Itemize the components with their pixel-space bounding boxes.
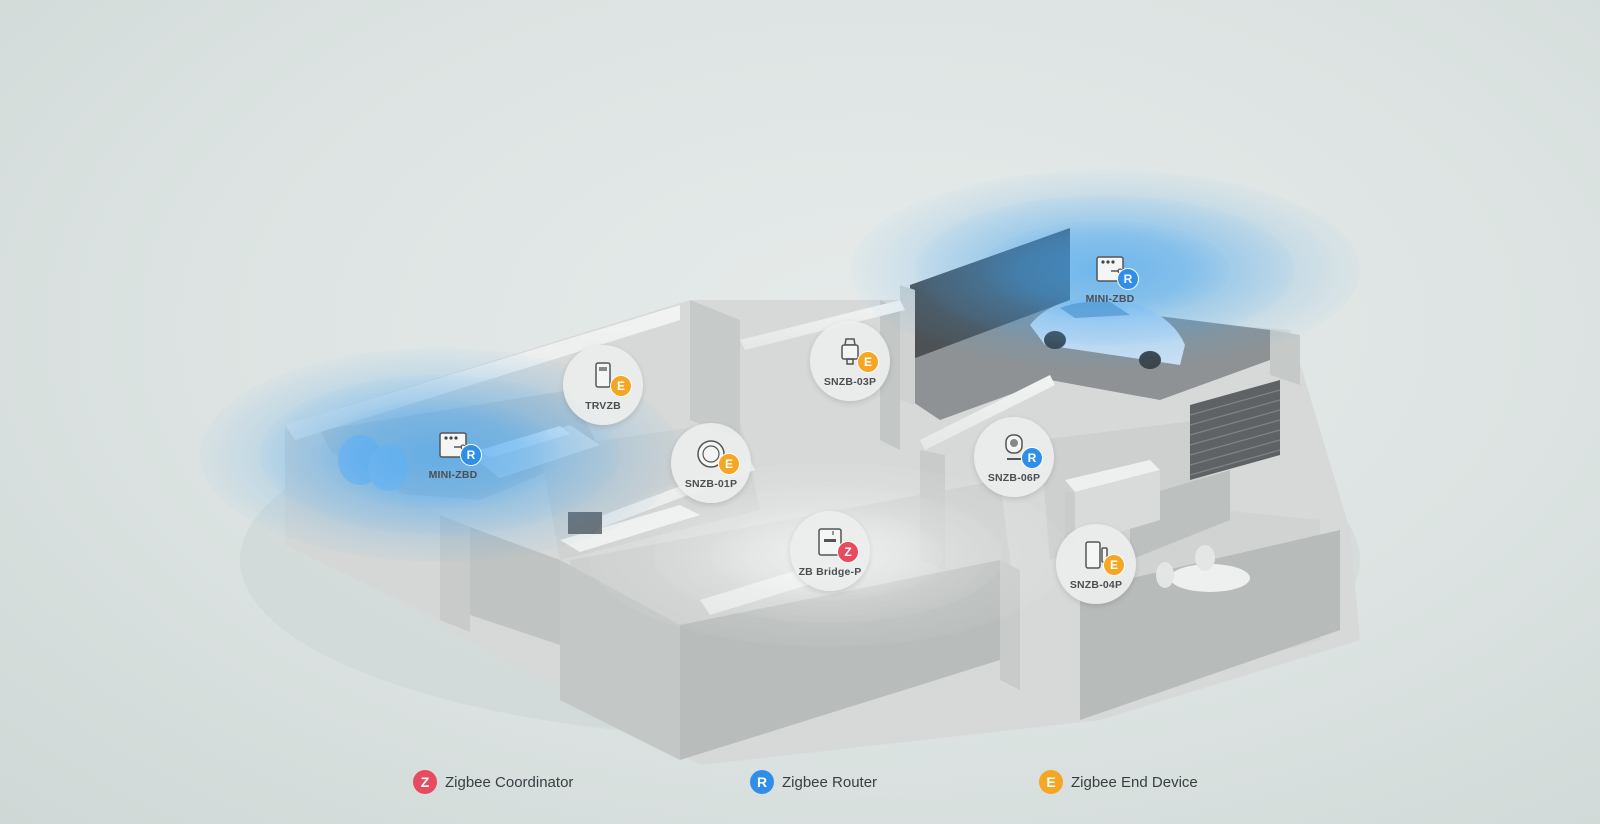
router-badge-icon: R — [1021, 447, 1043, 469]
legend-item-end-device: E Zigbee End Device — [1039, 770, 1198, 794]
device-label: SNZB-06P — [987, 472, 1041, 484]
legend-label: Zigbee End Device — [1071, 773, 1198, 791]
garage-door — [1189, 380, 1281, 480]
coordinator-badge-icon: Z — [413, 770, 437, 794]
wireless-button-icon — [694, 437, 728, 471]
end-device-badge-icon: E — [857, 351, 879, 373]
coordinator-badge-icon: Z — [837, 541, 859, 563]
device-label: TRVZB — [585, 400, 621, 412]
device-snzb-06p: R SNZB-06P — [974, 417, 1054, 497]
device-mini-zbd-left: R MINI-ZBD — [413, 414, 493, 494]
router-badge-icon: R — [460, 444, 482, 466]
radiator-valve-icon — [586, 359, 620, 393]
switch-module-icon — [1093, 252, 1127, 286]
device-trvzb: E TRVZB — [563, 345, 643, 425]
device-mini-zbd-garage: R MINI-ZBD — [1070, 238, 1150, 318]
legend-label: Zigbee Router — [782, 773, 878, 791]
device-label: ZB Bridge-P — [798, 566, 862, 578]
legend: Z Zigbee Coordinator R Zigbee Router E Z… — [0, 770, 1600, 800]
end-device-badge-icon: E — [610, 375, 632, 397]
device-label: MINI-ZBD — [428, 469, 478, 481]
device-label: SNZB-03P — [823, 376, 877, 388]
router-badge-icon: R — [750, 770, 774, 794]
end-device-badge-icon: E — [1039, 770, 1063, 794]
presence-sensor-icon — [997, 431, 1031, 465]
device-snzb-04p: E SNZB-04P — [1056, 524, 1136, 604]
bridge-hub-icon — [813, 525, 847, 559]
device-zb-bridge-p: Z ZB Bridge-P — [790, 511, 870, 591]
motion-sensor-icon — [833, 335, 867, 369]
device-label: MINI-ZBD — [1085, 293, 1135, 305]
router-badge-icon: R — [1117, 268, 1139, 290]
switch-module-icon — [436, 428, 470, 462]
legend-item-router: R Zigbee Router — [750, 770, 877, 794]
device-label: SNZB-01P — [684, 478, 738, 490]
device-snzb-03p: E SNZB-03P — [810, 321, 890, 401]
device-snzb-01p: E SNZB-01P — [671, 423, 751, 503]
end-device-badge-icon: E — [1103, 554, 1125, 576]
dining-table — [1156, 545, 1250, 592]
device-label: SNZB-04P — [1069, 579, 1123, 591]
legend-label: Zigbee Coordinator — [445, 773, 574, 791]
legend-item-coordinator: Z Zigbee Coordinator — [413, 770, 573, 794]
end-device-badge-icon: E — [718, 453, 740, 475]
